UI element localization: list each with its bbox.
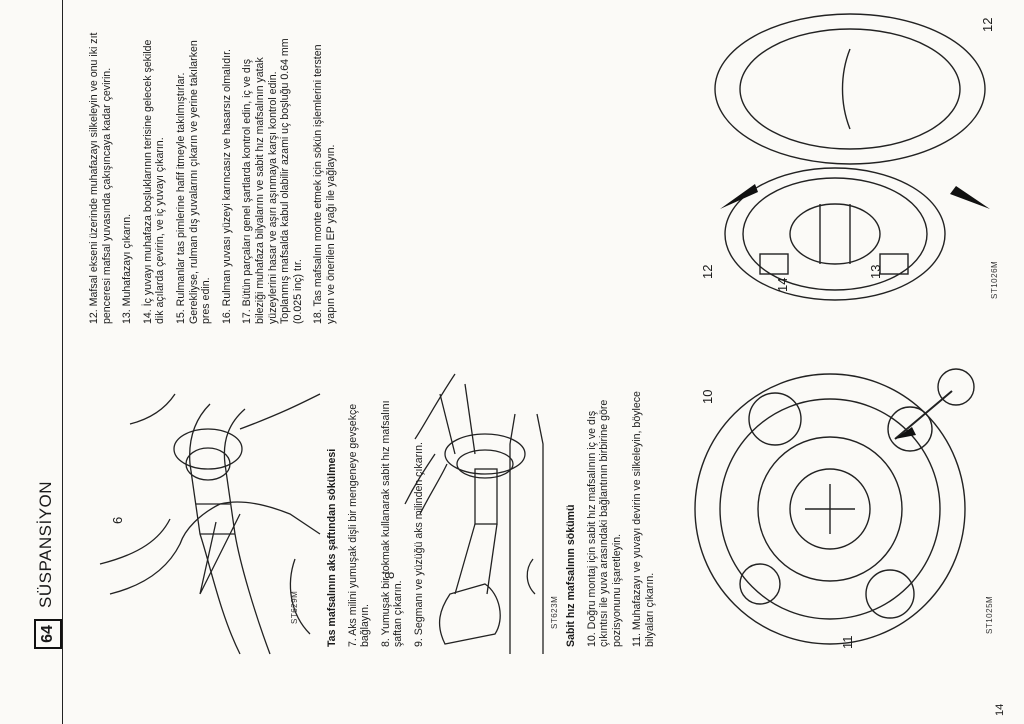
- figure-code: ST629M: [290, 590, 299, 624]
- callout-12: 12: [980, 17, 995, 32]
- header-rule: [62, 0, 63, 724]
- page-number: 64: [39, 625, 56, 643]
- step-18: 18. Tas mafsalını monte etmek için sökün…: [312, 44, 337, 324]
- right-column: 12. Mafsal ekseni üzerinde muhafazayı si…: [88, 24, 346, 324]
- page-number-box: 64: [34, 619, 62, 649]
- callout-14: 14: [775, 277, 790, 292]
- callout-8: 8: [382, 571, 397, 579]
- figure-code: ST1026M: [990, 260, 999, 299]
- step-16: 16. Rulman yuvası yüzeyi karıncasız ve h…: [220, 49, 233, 324]
- callout-12-lower: 12: [700, 264, 715, 279]
- step-13: 13. Muhafazayı çıkarın.: [121, 213, 134, 324]
- step-14: 14. İç yuvayı muhafaza boşluklarının ter…: [141, 39, 167, 324]
- step-17: 17. Bütün parçaları genel şartlarda kont…: [241, 38, 304, 324]
- figure-st1025m: [694, 368, 975, 645]
- figure-st1026m: [714, 13, 990, 301]
- section-title: SÜSPANSİYON: [36, 480, 55, 608]
- callout-13: 13: [868, 264, 883, 279]
- step-12: 12. Mafsal ekseni üzerinde muhafazayı si…: [88, 32, 113, 324]
- heading-axle-removal: Tas mafsalının aks şaftından sökülmesi: [326, 448, 338, 647]
- figure-code: ST623M: [550, 595, 559, 629]
- heading-cv-joint-disassembly: Sabit hız mafsalının sökümü: [565, 504, 577, 647]
- footer-page-index: 14: [994, 703, 1006, 716]
- figure-code: ST1025M: [985, 595, 994, 634]
- figure-st623m: [404, 373, 544, 654]
- step-11: 11. Muhafazayı ve yuvayı devirin ve silk…: [631, 391, 656, 647]
- step-10: 10. Doğru montaj için sabit hız mafsalın…: [585, 399, 623, 647]
- callout-11: 11: [840, 635, 855, 650]
- callout-10: 10: [700, 389, 715, 404]
- step-7: 7. Aks milini yumuşak dişli bir mengeney…: [346, 403, 372, 647]
- step-15: 15. Rulmanlar tas pimlerine hafif itmeyl…: [174, 40, 213, 324]
- callout-6: 6: [110, 516, 125, 524]
- figure-st629m: [99, 393, 321, 655]
